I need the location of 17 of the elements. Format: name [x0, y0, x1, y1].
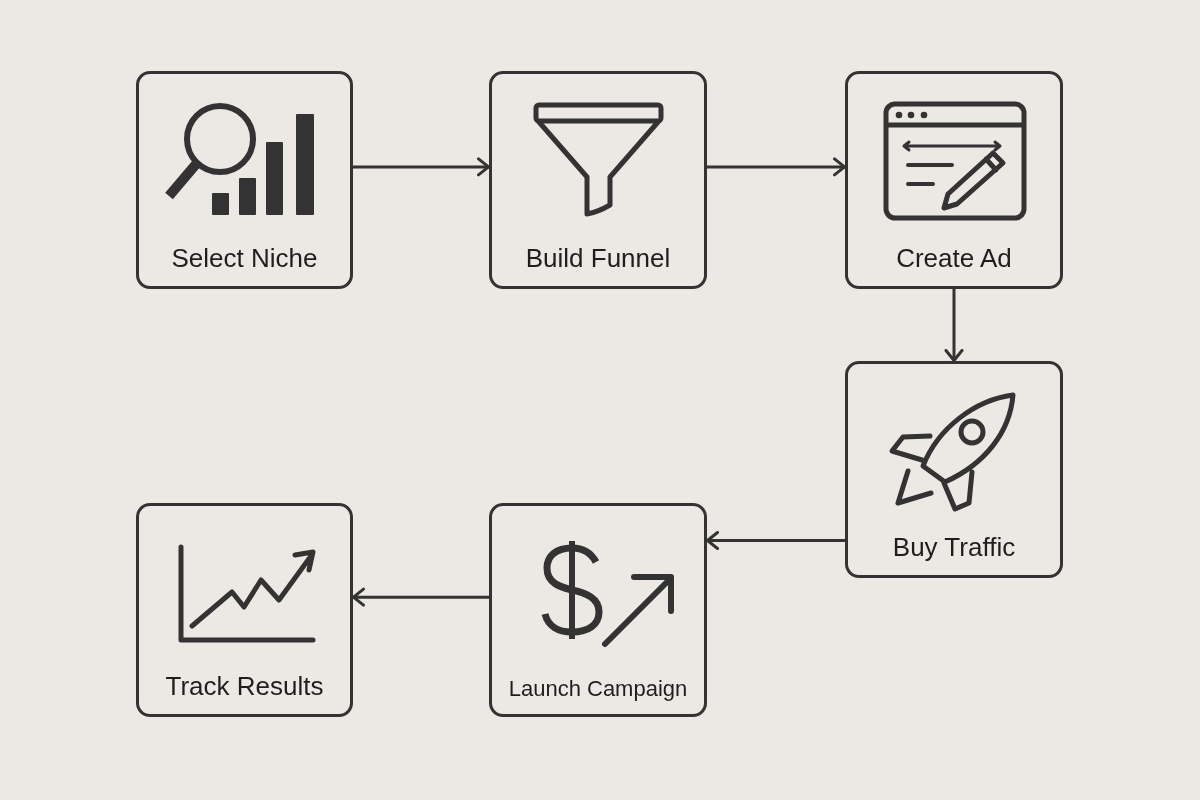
- step-label: Select Niche: [171, 242, 318, 274]
- process-box: [845, 361, 1063, 578]
- process-box: [136, 503, 353, 717]
- step-label: Launch Campaign: [508, 675, 688, 702]
- process-box: [845, 71, 1063, 289]
- arrow: [353, 157, 490, 177]
- step-label: Buy Traffic: [892, 531, 1016, 563]
- process-box: [489, 503, 707, 717]
- step-label: Create Ad: [896, 242, 1012, 274]
- process-box: [489, 71, 707, 289]
- arrow: [944, 289, 964, 362]
- step-label: Track Results: [165, 670, 324, 702]
- arrow: [706, 531, 845, 550]
- process-box: [136, 71, 353, 289]
- step-label: Build Funnel: [525, 242, 671, 274]
- arrow: [352, 587, 489, 607]
- arrow: [707, 157, 846, 177]
